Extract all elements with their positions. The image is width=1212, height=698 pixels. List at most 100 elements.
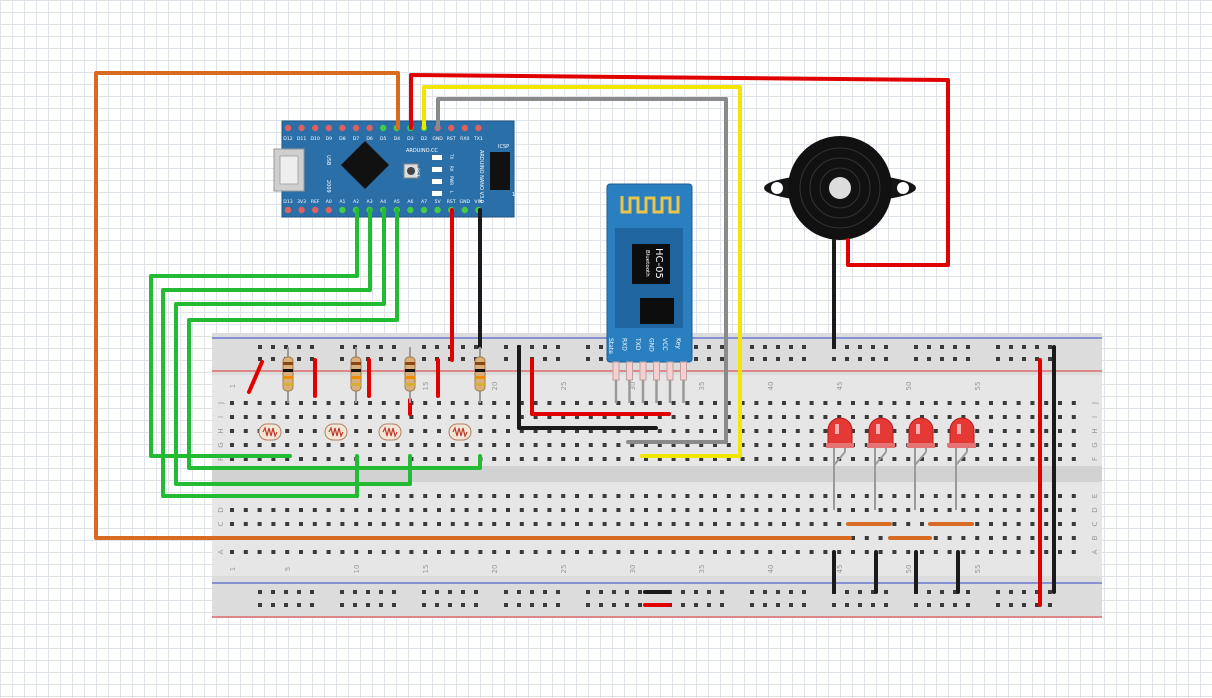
bb-hole — [809, 415, 814, 419]
rail-hole — [720, 357, 724, 361]
bb-hole — [975, 550, 980, 554]
top-pin-dot — [339, 124, 346, 132]
bb-hole — [630, 508, 635, 512]
rail-hole — [1035, 603, 1039, 607]
bb-hole — [878, 494, 883, 498]
bb-hole — [616, 550, 621, 554]
bb-hole — [933, 508, 938, 512]
rail-hole — [707, 357, 711, 361]
bb-hole — [657, 508, 662, 512]
bb-hole — [519, 443, 524, 447]
bb-hole — [1002, 550, 1007, 554]
bb-hole — [437, 415, 441, 419]
bb-hole — [1002, 494, 1007, 498]
bb-hole — [713, 522, 717, 526]
bb-hole — [989, 415, 993, 419]
bt-chip-2 — [640, 298, 674, 324]
bb-hole — [671, 429, 676, 433]
column-number-bottom: 30 — [629, 565, 637, 574]
usb-port — [279, 155, 299, 185]
bb-hole — [326, 415, 331, 419]
wire-gray — [436, 97, 728, 444]
led-tx — [432, 155, 442, 160]
bb-hole — [699, 457, 704, 461]
rail-hole — [517, 603, 521, 607]
bb-hole — [809, 494, 814, 498]
rail-hole — [340, 590, 344, 594]
bb-hole — [257, 457, 262, 461]
led — [868, 417, 894, 446]
wire-red-diag — [247, 360, 264, 394]
rail-hole — [353, 590, 357, 594]
bb-hole — [947, 508, 952, 512]
column-number-bottom: 10 — [353, 565, 361, 574]
bb-hole — [381, 415, 386, 419]
rail-hole — [297, 357, 301, 361]
column-number-bottom: 20 — [491, 565, 499, 574]
bb-hole — [657, 457, 662, 461]
rail-hole — [504, 357, 508, 361]
bb-hole — [864, 457, 869, 461]
bb-hole — [243, 429, 248, 433]
rail-hole — [310, 345, 314, 349]
bb-hole — [616, 429, 621, 433]
column-number-top: 35 — [698, 382, 706, 391]
top-pin-label: D6 — [366, 136, 373, 142]
bb-hole — [257, 415, 262, 419]
bb-hole — [257, 401, 262, 405]
rail-hole — [1022, 603, 1026, 607]
rail-hole — [953, 357, 957, 361]
bb-hole — [1002, 508, 1007, 512]
rail-hole — [474, 590, 478, 594]
bottom-pin-label: GND — [460, 199, 471, 205]
bb-hole — [685, 443, 690, 447]
bb-hole — [685, 550, 690, 554]
column-number-top: 30 — [629, 382, 637, 391]
bb-hole — [506, 494, 510, 498]
top-pin-label: D9 — [326, 136, 333, 142]
bb-hole — [368, 429, 372, 433]
bb-hole — [754, 443, 759, 447]
bb-hole — [506, 429, 510, 433]
bb-hole — [892, 494, 897, 498]
bb-hole — [506, 457, 510, 461]
bb-hole — [478, 550, 483, 554]
bb-hole — [713, 494, 717, 498]
rail-hole — [966, 345, 970, 349]
bb-hole — [381, 457, 386, 461]
bb-hole — [602, 415, 607, 419]
bb-hole — [892, 401, 897, 405]
bb-hole — [547, 415, 552, 419]
bb-hole — [795, 550, 800, 554]
bb-hole — [409, 550, 414, 554]
bb-hole — [933, 429, 938, 433]
rail-hole — [871, 603, 875, 607]
resistor — [350, 356, 362, 392]
rail-hole — [707, 590, 711, 594]
bb-hole — [450, 494, 455, 498]
bb-hole — [671, 508, 676, 512]
bottom-pin-label: A1 — [339, 199, 345, 205]
bb-hole — [754, 401, 759, 405]
bb-hole — [243, 443, 248, 447]
bb-hole — [312, 443, 317, 447]
column-number-top: 1 — [229, 384, 237, 388]
bottom-pin-dot — [420, 206, 428, 214]
bb-hole — [837, 508, 842, 512]
rail-hole — [845, 345, 849, 349]
bb-hole — [1002, 429, 1007, 433]
bt-pin-header — [626, 361, 633, 381]
rail-hole — [953, 345, 957, 349]
bb-hole — [437, 457, 441, 461]
rail-hole — [379, 603, 383, 607]
rail-hole — [914, 357, 918, 361]
bb-hole — [533, 550, 538, 554]
bb-hole — [1058, 415, 1062, 419]
bb-hole — [823, 550, 828, 554]
rail-hole — [310, 357, 314, 361]
rail-hole — [707, 603, 711, 607]
rail-hole — [258, 590, 262, 594]
bb-hole — [381, 401, 386, 405]
rail-hole — [435, 603, 439, 607]
bb-hole — [409, 415, 414, 419]
